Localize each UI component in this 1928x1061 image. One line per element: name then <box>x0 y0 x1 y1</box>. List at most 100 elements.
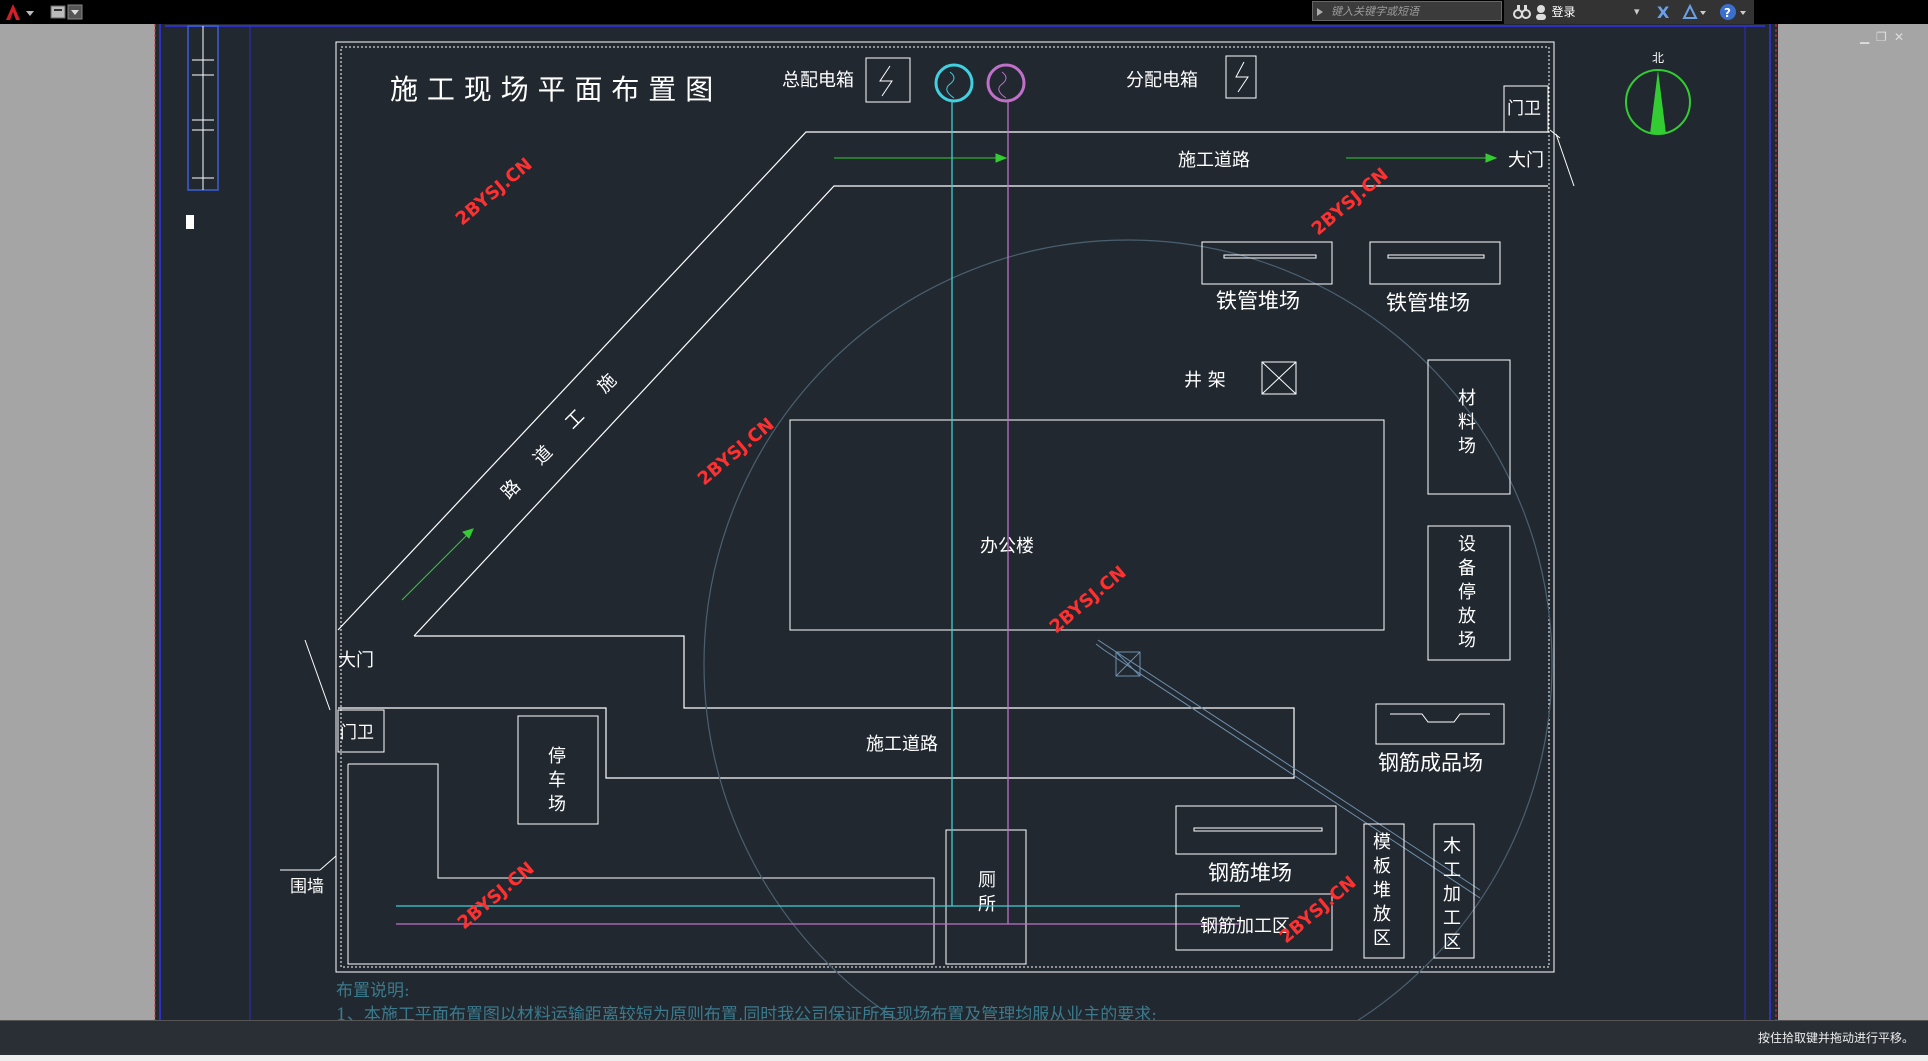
svg-text:区: 区 <box>1373 928 1391 949</box>
rebar-stack-yard <box>1175 805 1337 855</box>
guard-label-left: 门卫 <box>340 723 374 743</box>
rebar-processing-label: 钢筋加工区 <box>1200 916 1290 937</box>
search-input[interactable]: 键入关键字或短语 <box>1312 1 1502 21</box>
svg-text:?: ? <box>1724 6 1731 20</box>
search-expand-icon[interactable] <box>1314 1 1326 23</box>
road-label-bottom: 施工道路 <box>866 734 938 755</box>
app-top-bar: 键入关键字或短语 登录 ▾ X ? <box>0 0 1928 24</box>
title-block-strip <box>186 25 219 229</box>
power-meter-symbol <box>986 63 1026 103</box>
login-label: 登录 <box>1551 5 1576 19</box>
well-frame-symbol <box>1261 361 1297 395</box>
svg-text:设: 设 <box>1458 534 1476 555</box>
equipment-parking-label: 设 备 停 放 场 <box>1458 534 1476 651</box>
sub-panel-label: 分配电箱 <box>1126 70 1198 91</box>
formwork-label: 模 板 堆 放 区 <box>1373 832 1391 949</box>
toilet-label-1: 厕 <box>978 870 996 891</box>
crane-radius-circle <box>703 239 1553 1060</box>
svg-text:堆: 堆 <box>1373 880 1391 901</box>
main-panel-box <box>865 57 911 103</box>
wall-label: 围墙 <box>290 877 324 897</box>
material-yard <box>1427 359 1511 495</box>
svg-text:场: 场 <box>1458 630 1476 651</box>
material-yard-label: 材 料 场 <box>1458 388 1476 457</box>
svg-text:模: 模 <box>1373 832 1391 853</box>
rebar-processing-area <box>1175 893 1333 951</box>
autocad-logo-icon <box>6 4 34 20</box>
main-panel-label: 总配电箱 <box>782 70 854 91</box>
traffic-arrows <box>401 153 1498 601</box>
formwork-area <box>1363 823 1405 959</box>
minimize-icon[interactable]: ▁ <box>1860 30 1870 44</box>
tower-crane <box>1095 639 1481 899</box>
login-button[interactable]: 登录 ▾ <box>1534 1 1644 23</box>
construction-road <box>337 131 1548 779</box>
svg-text:场: 场 <box>1458 436 1476 457</box>
well-frame-label: 井 架 <box>1184 370 1226 391</box>
toilet-label-2: 所 <box>978 894 996 915</box>
sub-panel-box <box>1225 55 1257 99</box>
svg-text:木: 木 <box>1443 836 1461 857</box>
user-icon <box>1536 5 1546 20</box>
carpentry-area <box>1433 823 1475 959</box>
svg-text:X: X <box>1657 3 1670 22</box>
gate-label-left: 大门 <box>338 650 374 671</box>
stay-connected-icon[interactable] <box>1680 1 1708 23</box>
equipment-parking <box>1427 525 1511 661</box>
binoculars-icon[interactable] <box>1512 1 1532 23</box>
app-menu-button[interactable] <box>2 1 38 23</box>
office-building <box>789 419 1385 631</box>
office-label: 办公楼 <box>980 536 1034 557</box>
steel-pipe-yard-1 <box>1201 241 1333 285</box>
search-placeholder: 键入关键字或短语 <box>1331 5 1419 18</box>
svg-text:工: 工 <box>1443 908 1461 929</box>
gate-label-top: 大门 <box>1508 150 1544 171</box>
carpentry-label: 木 工 加 工 区 <box>1443 836 1461 953</box>
exchange-icon[interactable]: X <box>1654 1 1676 23</box>
water-meter-symbol <box>934 63 974 103</box>
north-label: 北 <box>1652 51 1664 65</box>
svg-text:停: 停 <box>548 746 566 767</box>
rebar-product-yard-label: 钢筋成品场 <box>1378 751 1483 775</box>
svg-text:料: 料 <box>1458 412 1476 433</box>
restore-icon[interactable]: ❐ <box>1876 30 1887 44</box>
close-icon[interactable]: ✕ <box>1894 30 1905 44</box>
north-arrow: 北 <box>1625 51 1691 135</box>
status-hint: 按住拾取键并拖动进行平移。 <box>1757 1031 1914 1045</box>
quick-access-toolbar[interactable] <box>48 1 86 23</box>
svg-text:场: 场 <box>548 794 566 815</box>
drawing-title: 施 工 现 场 平 面 布 置 图 <box>390 73 713 106</box>
workspace-icon <box>50 4 83 20</box>
svg-text:放: 放 <box>1373 904 1391 925</box>
svg-text:材: 材 <box>1458 388 1476 409</box>
rebar-product-yard <box>1375 703 1505 745</box>
svg-text:加: 加 <box>1443 884 1461 905</box>
svg-text:工: 工 <box>1443 860 1461 881</box>
gate-leaf-left <box>304 639 331 711</box>
notes-title: 布置说明: <box>336 981 410 1001</box>
login-dropdown-icon[interactable]: ▾ <box>1634 5 1640 18</box>
gate-leaf-top <box>1555 133 1575 187</box>
site-boundary-wall <box>335 41 1555 973</box>
paper-margin-left <box>0 24 155 1020</box>
parking-lot <box>517 715 599 825</box>
info-center-toolbar: 登录 ▾ X ? <box>1504 0 1754 24</box>
svg-text:放: 放 <box>1458 606 1476 627</box>
paper-area <box>155 24 1778 1020</box>
svg-text:区: 区 <box>1443 932 1461 953</box>
svg-text:停: 停 <box>1458 582 1476 603</box>
paper-margin-right <box>1778 24 1928 1020</box>
steel-pipe-yard-1-label: 铁管堆场 <box>1216 289 1300 313</box>
help-icon[interactable]: ? <box>1718 1 1748 23</box>
svg-text:板: 板 <box>1373 856 1391 877</box>
parking-label: 停 车 场 <box>548 746 566 815</box>
svg-text:备: 备 <box>1458 558 1476 579</box>
steel-pipe-yard-2-label: 铁管堆场 <box>1386 291 1470 315</box>
lower-left-yard <box>347 763 935 965</box>
toilet-block <box>945 829 1027 965</box>
svg-text:车: 车 <box>548 770 566 791</box>
steel-pipe-yard-2 <box>1369 241 1501 285</box>
rebar-stack-yard-label: 钢筋堆场 <box>1208 861 1292 885</box>
guard-house-left <box>337 709 385 753</box>
